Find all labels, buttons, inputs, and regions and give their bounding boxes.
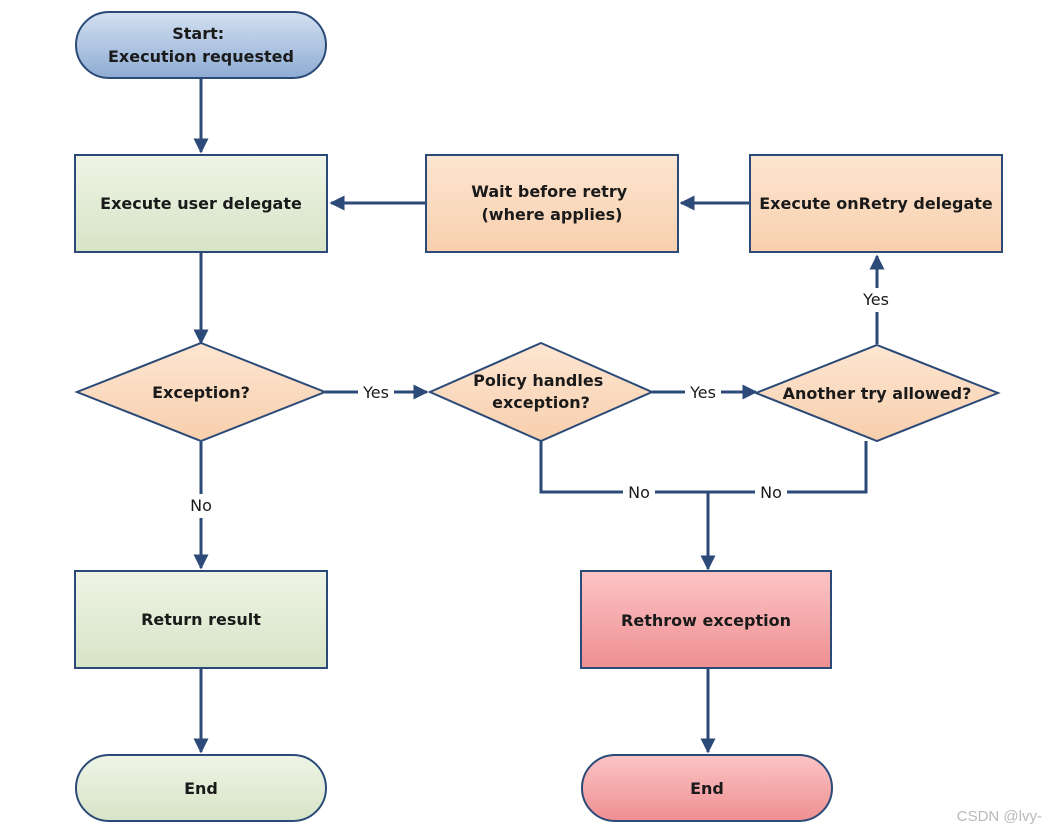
label-exception-yes: Yes bbox=[362, 383, 389, 402]
end-terminal-left: End bbox=[75, 754, 327, 822]
start-terminal: Start: Execution requested bbox=[75, 11, 327, 79]
watermark: CSDN @lvy- bbox=[956, 808, 1042, 825]
exception-decision: Exception? bbox=[74, 341, 328, 443]
label-another-no: No bbox=[760, 483, 782, 502]
label-exception-no: No bbox=[190, 496, 212, 515]
policy-label-line2: exception? bbox=[492, 393, 590, 412]
start-label-line2: Execution requested bbox=[108, 47, 294, 66]
policy-label-line1: Policy handles bbox=[473, 371, 603, 390]
execute-user-delegate-box: Execute user delegate bbox=[74, 154, 328, 253]
rethrow-exception-box: Rethrow exception bbox=[580, 570, 832, 669]
end-terminal-right: End bbox=[581, 754, 833, 822]
label-another-yes: Yes bbox=[862, 290, 889, 309]
wait-before-retry-box: Wait before retry (where applies) bbox=[425, 154, 679, 253]
end-left-label: End bbox=[184, 779, 218, 798]
rethrow-exception-label: Rethrow exception bbox=[621, 611, 791, 630]
execute-user-delegate-label: Execute user delegate bbox=[100, 194, 302, 213]
execute-onretry-box: Execute onRetry delegate bbox=[749, 154, 1003, 253]
execute-onretry-label: Execute onRetry delegate bbox=[759, 194, 993, 213]
start-label-line1: Start: bbox=[172, 24, 224, 43]
label-policy-yes: Yes bbox=[689, 383, 716, 402]
svg-text:Start: Execution request: Start: Execution requested bbox=[108, 24, 294, 66]
label-policy-no: No bbox=[628, 483, 650, 502]
exception-decision-label: Exception? bbox=[152, 383, 250, 402]
svg-text:Policy handles exception: Policy handles exception? bbox=[473, 371, 609, 412]
edge-labels: Yes Yes Yes No No No bbox=[184, 288, 895, 518]
policy-handles-decision: Policy handles exception? bbox=[427, 341, 655, 443]
end-right-label: End bbox=[690, 779, 724, 798]
another-try-decision: Another try allowed? bbox=[753, 343, 1001, 443]
another-try-label: Another try allowed? bbox=[783, 384, 972, 403]
return-result-label: Return result bbox=[141, 610, 261, 629]
wait-label-line1: Wait before retry bbox=[471, 182, 627, 201]
wait-label-line2: (where applies) bbox=[481, 205, 622, 224]
svg-text:Wait before retry (where: Wait before retry (where applies) bbox=[471, 182, 632, 224]
return-result-box: Return result bbox=[74, 570, 328, 669]
